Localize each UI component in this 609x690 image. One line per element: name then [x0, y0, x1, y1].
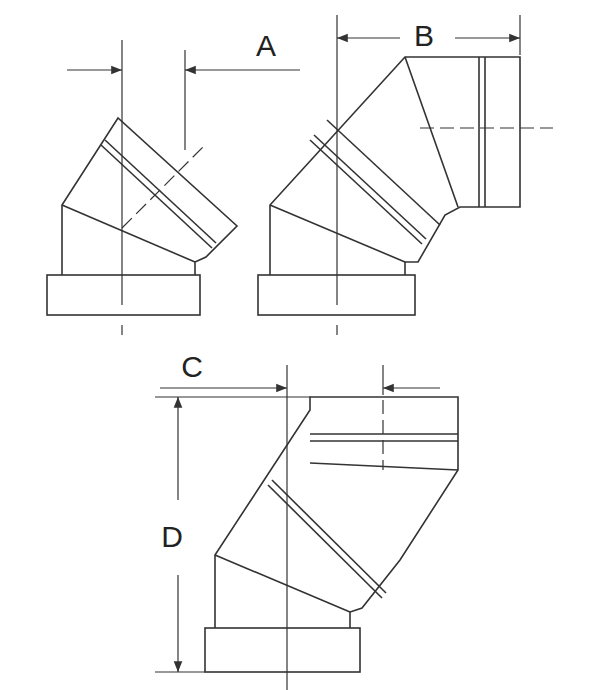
elbow-offset [155, 365, 458, 690]
dimension-label: B [411, 20, 437, 52]
dimension-label: C [178, 351, 206, 383]
elbow-45 [47, 40, 300, 335]
dimension-label: A [253, 30, 279, 62]
elbow-90 [258, 15, 553, 335]
dimension-label: D [158, 521, 186, 553]
